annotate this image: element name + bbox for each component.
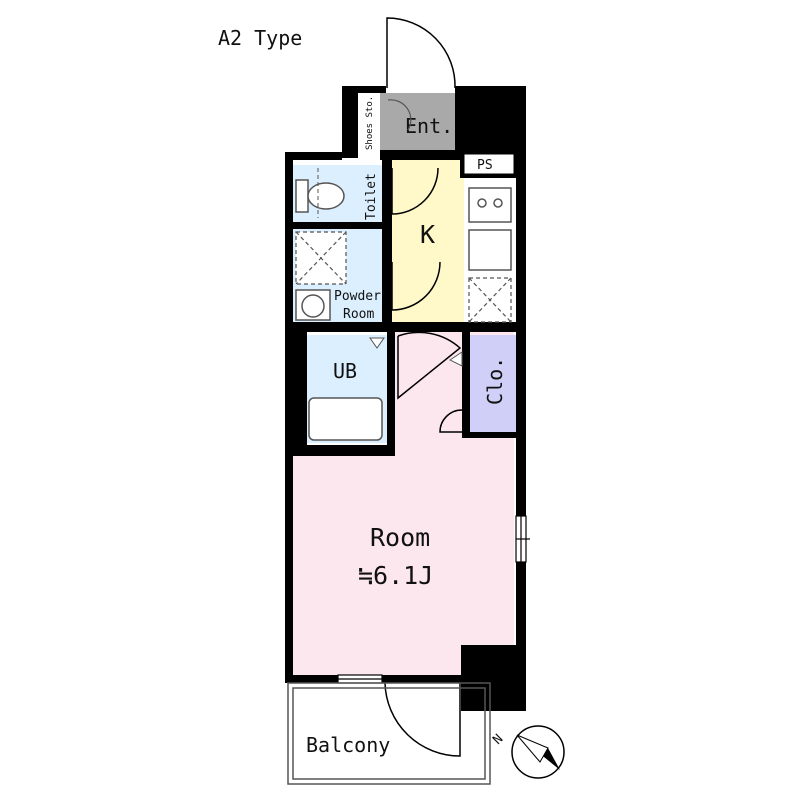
north-arrow-icon bbox=[511, 725, 565, 779]
powder-room-label-2: Room bbox=[343, 307, 374, 322]
balcony-railing bbox=[287, 682, 491, 785]
toilet-fixture bbox=[295, 179, 345, 213]
room-label: Room bbox=[370, 523, 430, 552]
closet-floor bbox=[470, 335, 516, 435]
plan-title: A2 Type bbox=[218, 26, 302, 50]
toilet-label: Toilet bbox=[364, 173, 379, 220]
shoes-storage-label: Shoes Sto. bbox=[365, 96, 375, 150]
entrance-step-arc bbox=[387, 99, 412, 131]
balcony-label: Balcony bbox=[306, 733, 390, 757]
balcony-window bbox=[337, 674, 383, 684]
kitchen-label: K bbox=[420, 220, 435, 249]
compass-label: N bbox=[490, 732, 506, 748]
stove-icon bbox=[468, 187, 512, 223]
side-window bbox=[515, 515, 530, 563]
washbasin-icon bbox=[295, 289, 331, 321]
sink-icon bbox=[468, 229, 512, 271]
toilet-door bbox=[391, 167, 439, 215]
ps-box bbox=[463, 153, 515, 175]
powder-room-door bbox=[391, 261, 441, 311]
unit-bath-label: UB bbox=[333, 359, 357, 383]
bath-door bbox=[397, 331, 462, 400]
room-floor bbox=[292, 445, 514, 677]
bathtub-icon bbox=[308, 397, 383, 441]
entrance-floor bbox=[380, 93, 455, 153]
fridge-space bbox=[468, 277, 512, 323]
room-size-label: ≒6.1J bbox=[358, 561, 433, 590]
kitchen-floor bbox=[392, 160, 464, 326]
hall-vent bbox=[449, 351, 463, 367]
balcony-door bbox=[384, 682, 461, 757]
powder-room-label-1: Powder bbox=[334, 289, 381, 304]
unit-bath-vent bbox=[369, 337, 385, 349]
shoes-storage-floor bbox=[358, 93, 380, 153]
closet-label: Clo. bbox=[483, 357, 507, 405]
washing-machine-area bbox=[295, 231, 347, 285]
ps-label: PS bbox=[477, 158, 493, 173]
hall-door-small bbox=[439, 409, 463, 433]
entrance-label: Ent. bbox=[405, 114, 453, 138]
entrance-door bbox=[386, 17, 456, 89]
